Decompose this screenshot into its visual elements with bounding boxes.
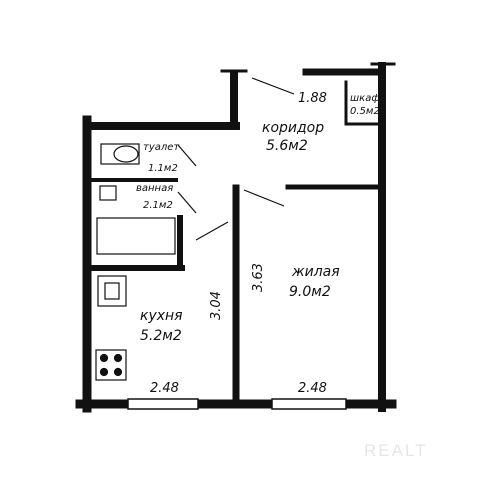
corridor-width-dim: 1.88: [298, 91, 327, 106]
toilet-door: [177, 144, 197, 167]
windows: [127, 398, 347, 410]
toilet-area: 1.1м2: [148, 163, 178, 174]
corridor-name: коридор: [262, 120, 324, 136]
bathroom-area: 2.1м2: [143, 200, 173, 211]
kitchen-width-dim: 2.48: [150, 381, 179, 396]
burner-icon: [113, 367, 123, 377]
room-labels: коридор 5.6м2 туалет 1.1м2 ванная 2.1м2 …: [136, 93, 380, 344]
living-window: [271, 398, 347, 410]
kitchen-area: 5.2м2: [140, 328, 182, 344]
doors: [177, 77, 295, 241]
burner-icon: [99, 353, 109, 363]
living-area: 9.0м2: [289, 284, 331, 300]
closet-name: шкаф: [350, 93, 380, 104]
kitchen-sink-icon: [97, 275, 127, 307]
sink-icon: [99, 185, 117, 201]
bath-door: [177, 191, 197, 214]
bathtub-icon: [96, 217, 176, 255]
dimension-labels: 1.88 2.48 2.48 3.63 3.04: [150, 91, 327, 396]
corridor-area: 5.6м2: [266, 138, 308, 154]
toilet-bowl-icon: [113, 145, 139, 163]
watermark: REALT: [364, 441, 428, 460]
stove-icon: [95, 349, 127, 381]
kitchen-door: [195, 221, 229, 241]
bathroom-name: ванная: [136, 183, 173, 194]
kitchen-height-dim: 3.04: [209, 291, 224, 320]
living-width-dim: 2.48: [298, 381, 327, 396]
kitchen-sink-inner: [104, 282, 120, 300]
living-name: жилая: [291, 264, 340, 280]
living-door: [243, 189, 285, 207]
kitchen-window: [127, 398, 199, 410]
burner-icon: [113, 353, 123, 363]
kitchen-name: кухня: [140, 308, 183, 324]
toilet-fixture: [100, 143, 140, 165]
living-height-dim: 3.63: [251, 263, 266, 292]
burner-icon: [99, 367, 109, 377]
walls: [75, 62, 397, 413]
fixtures: [95, 143, 176, 381]
toilet-name: туалет: [143, 142, 180, 153]
entry-door: [251, 77, 295, 95]
closet-area: 0.5м2: [350, 106, 380, 117]
